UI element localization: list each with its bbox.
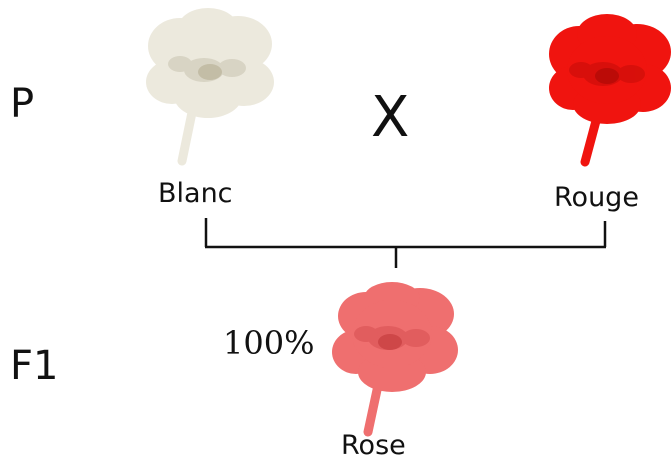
pink-flower-label: Rose (341, 432, 406, 459)
percentage-label: 100% (223, 327, 314, 359)
pink-flower-image (330, 280, 465, 440)
